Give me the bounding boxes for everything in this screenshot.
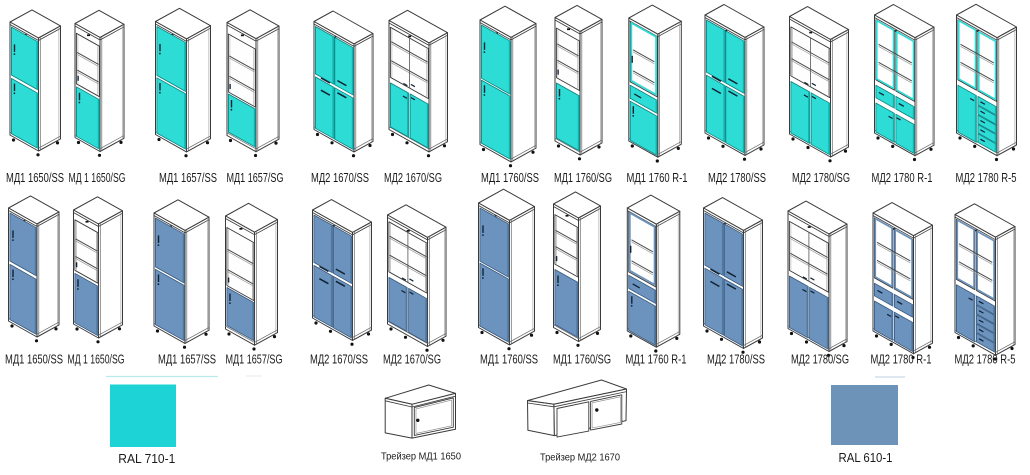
svg-text:МД2 1670/SG: МД2 1670/SG [384, 171, 442, 185]
svg-text:МД1 1657/SS: МД1 1657/SS [159, 171, 217, 185]
svg-text:МД1 1760/SS: МД1 1760/SS [480, 353, 538, 367]
svg-text:МД2 1780/SG: МД2 1780/SG [792, 171, 850, 185]
svg-text:Трейзер МД2 1670: Трейзер МД2 1670 [540, 452, 620, 464]
svg-text:МД2 1780/SG: МД2 1780/SG [791, 353, 849, 367]
svg-text:МД2 1780/SS: МД2 1780/SS [707, 353, 765, 367]
svg-text:RAL 710-1: RAL 710-1 [118, 451, 175, 466]
svg-text:МД1 1657/SG: МД1 1657/SG [226, 353, 283, 367]
svg-text:МД1 1760 R-1: МД1 1760 R-1 [627, 171, 688, 185]
svg-text:RAL 610-1: RAL 610-1 [839, 450, 893, 465]
svg-text:МД 1 1650/SG: МД 1 1650/SG [68, 353, 125, 367]
svg-text:МД2 1670/SS: МД2 1670/SS [311, 171, 369, 185]
svg-text:МД1 1657/SG: МД1 1657/SG [227, 171, 284, 185]
svg-text:МД2 1780 R-1: МД2 1780 R-1 [871, 353, 932, 367]
svg-text:МД2 1780/SS: МД2 1780/SS [708, 171, 766, 185]
svg-text:МД2 1670/SG: МД2 1670/SG [383, 353, 441, 367]
svg-text:МД1 1657/SS: МД1 1657/SS [158, 353, 216, 367]
svg-text:МД1 1760/SS: МД1 1760/SS [481, 171, 539, 185]
svg-text:МД2 1670/SS: МД2 1670/SS [310, 353, 368, 367]
svg-text:МД2 1780 R-5: МД2 1780 R-5 [956, 171, 1017, 185]
svg-text:МД1 1650/SS: МД1 1650/SS [5, 353, 63, 367]
svg-text:МД1 1760 R-1: МД1 1760 R-1 [626, 353, 687, 367]
svg-text:МД2 1780 R-5: МД2 1780 R-5 [955, 353, 1016, 367]
svg-text:МД1 1760/SG: МД1 1760/SG [554, 171, 612, 185]
svg-text:МД 1 1650/SG: МД 1 1650/SG [69, 171, 126, 185]
svg-text:МД1 1760/SG: МД1 1760/SG [553, 353, 611, 367]
svg-text:МД1 1650/SS: МД1 1650/SS [6, 171, 64, 185]
svg-text:Трейзер МД1 1650: Трейзер МД1 1650 [381, 451, 461, 463]
svg-text:МД2 1780 R-1: МД2 1780 R-1 [872, 171, 933, 185]
